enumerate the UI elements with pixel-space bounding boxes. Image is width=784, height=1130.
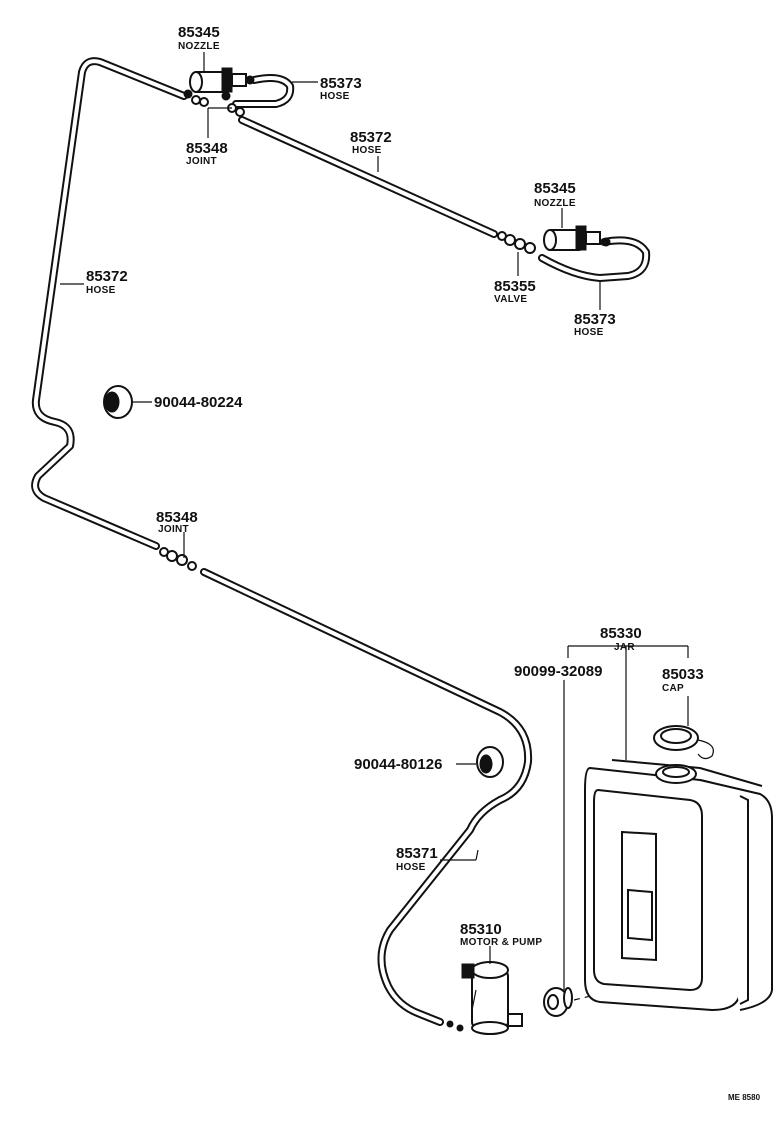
grommet-90044-80126-part [476, 746, 504, 778]
label-part-nozzle-right: 85345 [534, 180, 576, 197]
label-part-joint-top: 85348 [186, 140, 228, 157]
leader-lines [60, 52, 689, 990]
label-part-grommet-top: 90044-80224 [154, 394, 243, 411]
label-name-hose-mid: HOSE [352, 145, 382, 156]
drawing-code: ME 8580 [728, 1093, 761, 1102]
label-part-pump: 85310 [460, 921, 502, 938]
hose-left-85372 [31, 57, 188, 550]
label-name-hose-left: HOSE [86, 285, 116, 296]
jar-part [584, 759, 773, 1012]
label-name-pump: MOTOR & PUMP [460, 937, 542, 948]
label-part-hose-top: 85373 [320, 75, 362, 92]
label-name-hose-low: HOSE [396, 862, 426, 873]
label-name-cap: CAP [662, 683, 684, 694]
label-part-grommet-low: 90044-80126 [354, 756, 442, 773]
label-part-joint-lower: 85348 [156, 509, 198, 526]
label-part-hose-low: 85371 [396, 845, 438, 862]
nozzle-right-part [543, 225, 611, 251]
label-part-hose-mid: 85372 [350, 129, 392, 146]
label-part-grommet-jar: 90099-32089 [514, 663, 602, 680]
label-part-hose-left: 85372 [86, 268, 128, 285]
hose-top-85373 [232, 74, 295, 108]
label-part-valve: 85355 [494, 278, 536, 295]
label-name-nozzle-right: NOZZLE [534, 198, 576, 209]
label-name-nozzle-top: NOZZLE [178, 41, 220, 52]
hose-lower-85371 [200, 568, 533, 1026]
label-name-hose-right: HOSE [574, 327, 604, 338]
motor-pump-part [446, 961, 523, 1035]
label-part-nozzle-top: 85345 [178, 24, 220, 41]
valve-part [497, 231, 536, 254]
joint-top-part [191, 95, 245, 117]
cap-part [653, 725, 714, 760]
label-part-hose-right: 85373 [574, 311, 616, 328]
label-name-joint-lower: JOINT [158, 524, 189, 535]
label-name-joint-top: JOINT [186, 156, 217, 167]
label-part-jar: 85330 [600, 625, 642, 642]
label-part-cap: 85033 [662, 666, 704, 683]
nozzle-top-part [183, 67, 255, 101]
hose-mid-85372 [238, 116, 498, 238]
label-name-jar: JAR [614, 642, 635, 653]
label-name-hose-top: HOSE [320, 91, 350, 102]
grommet-90044-80224-part [103, 385, 133, 419]
hose-right-85373 [538, 236, 651, 282]
label-name-valve: VALVE [494, 294, 527, 305]
joint-lower-part [159, 547, 197, 571]
